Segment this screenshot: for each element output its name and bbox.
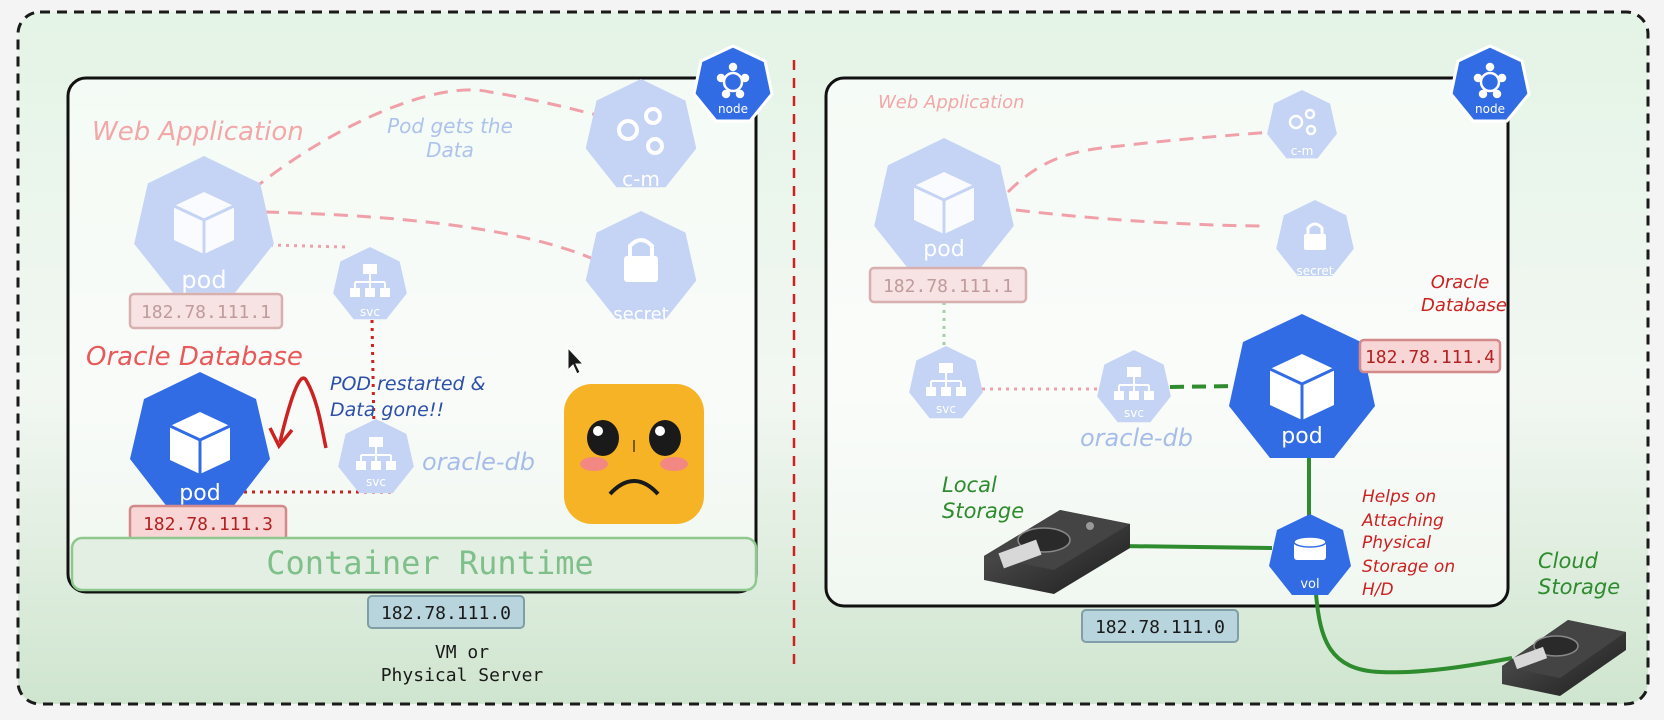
host-ip: 182.78.111.0 xyxy=(381,603,511,624)
pod-db-ip: 182.78.111.4 xyxy=(1365,347,1495,368)
annotation-pod-gets: Pod gets the xyxy=(387,114,513,138)
restart-arrow-head xyxy=(268,427,294,450)
volume-note-3: Physical xyxy=(1362,533,1431,553)
host-caption-1: VM or xyxy=(435,642,489,663)
link-pod-configmap xyxy=(1006,130,1273,194)
volume-label: vol xyxy=(1300,577,1319,592)
link-pod-secret xyxy=(264,210,601,264)
pod-web-ip: 182.78.111.1 xyxy=(141,302,271,323)
restart-note-2: Data gone!! xyxy=(330,399,444,421)
cube-icon xyxy=(169,412,231,474)
cube-icon xyxy=(913,172,975,234)
pod-web-label: pod xyxy=(923,237,964,262)
network-icon xyxy=(350,264,390,297)
svc-top-label: svc xyxy=(360,305,380,319)
link-svc-svc xyxy=(370,319,376,431)
node-badge-label: node xyxy=(718,102,748,116)
pod-web-ip-box xyxy=(128,292,284,330)
node-badge xyxy=(692,44,774,123)
link-pod-secret xyxy=(1015,208,1269,228)
lock-icon xyxy=(624,238,658,282)
restart-arrow xyxy=(278,376,328,449)
host-ip-box xyxy=(1081,609,1239,643)
pod-web-ip: 182.78.111.1 xyxy=(883,276,1013,297)
link-volume-cloud xyxy=(1314,593,1513,675)
local-hard-drive-icon xyxy=(984,510,1130,594)
helm-wheel-icon xyxy=(1473,62,1507,99)
network-icon xyxy=(356,437,396,470)
host-caption-2: Physical Server xyxy=(381,665,544,686)
right-db-title-2: Database xyxy=(1421,295,1507,316)
pod-db-label: pod xyxy=(1281,424,1322,449)
pod-db-ip: 182.78.111.3 xyxy=(143,514,273,535)
link-svc-dbpod xyxy=(1169,384,1239,389)
svc-db-label: svc xyxy=(1124,406,1144,420)
network-icon xyxy=(1114,367,1154,400)
volume-note-5: H/D xyxy=(1362,580,1394,600)
volume-note-2: Attaching xyxy=(1361,511,1444,531)
helm-wheel-icon xyxy=(716,62,750,99)
node-badge xyxy=(1449,44,1531,123)
cloud-storage-label-1: Cloud xyxy=(1538,549,1599,573)
configmap-label: c-m xyxy=(1291,144,1314,158)
pod-db-label: pod xyxy=(179,481,220,506)
link-volume-local xyxy=(1119,544,1273,550)
cloud-storage-label-2: Storage xyxy=(1538,575,1620,599)
volume-note-4: Storage on xyxy=(1362,557,1455,577)
left-panel: Web Application Pod gets the Data pod 18… xyxy=(66,44,774,686)
restart-note-1: POD restarted & xyxy=(330,373,485,395)
local-storage-label-1: Local xyxy=(942,473,997,497)
disk-icon xyxy=(1293,536,1327,560)
sad-face-emoji xyxy=(564,384,704,524)
cloud-hard-drive-icon xyxy=(1502,620,1626,696)
container-runtime-label: Container Runtime xyxy=(266,544,594,582)
pod-web-label: pod xyxy=(181,266,226,294)
secret-label: secret xyxy=(1297,264,1334,278)
svc-db-label: svc xyxy=(366,475,386,489)
pod-web-ip-box xyxy=(868,266,1028,304)
secret-label: secret xyxy=(613,304,669,325)
local-storage-label-2: Storage xyxy=(942,499,1024,523)
right-panel: Web Application pod 182.78.111.1 c-m xyxy=(824,44,1626,696)
network-icon xyxy=(926,363,966,396)
svc-left-label: svc xyxy=(936,402,956,416)
container-runtime-bar xyxy=(70,536,758,592)
right-db-title-1: Oracle xyxy=(1431,272,1490,293)
node-badge-label: node xyxy=(1475,102,1505,116)
cube-icon xyxy=(173,192,235,254)
mouse-cursor xyxy=(567,346,585,375)
right-title: Web Application xyxy=(878,92,1025,113)
svc-db-name: oracle-db xyxy=(1080,424,1193,452)
lock-icon xyxy=(1304,222,1326,250)
svc-db-name: oracle-db xyxy=(422,448,535,476)
configmap-label: c-m xyxy=(622,167,660,191)
left-db-title: Oracle Database xyxy=(86,342,303,372)
left-title: Web Application xyxy=(92,117,304,147)
host-ip-box xyxy=(367,595,525,629)
pod-db-ip-box xyxy=(1358,338,1502,374)
volume-note-1: Helps on xyxy=(1362,487,1436,507)
annotation-data: Data xyxy=(426,138,474,162)
gears-icon xyxy=(617,107,664,155)
cube-icon xyxy=(1269,354,1335,420)
gears-icon xyxy=(1288,108,1317,136)
host-ip: 182.78.111.0 xyxy=(1095,617,1225,638)
